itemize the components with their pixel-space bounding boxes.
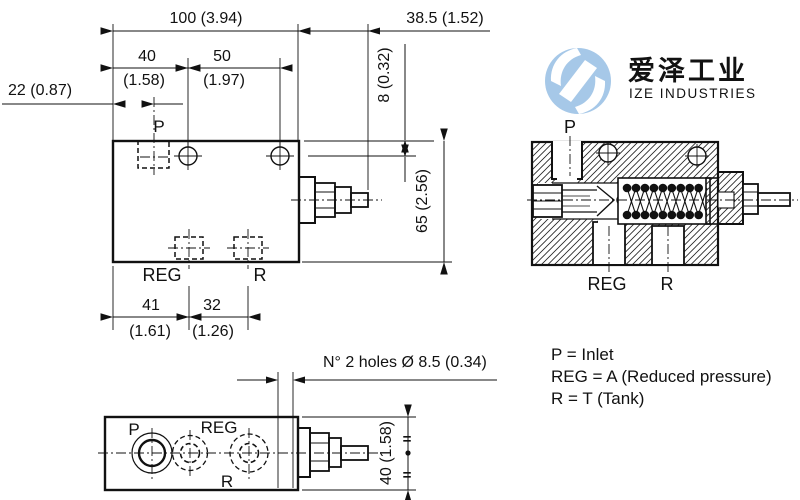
- logo-glyph-icon: [550, 48, 606, 114]
- legend-reg: REG = A (Reduced pressure): [551, 367, 772, 386]
- legend-p: P = Inlet: [551, 345, 614, 364]
- top-view-mounting-holes: [174, 142, 294, 170]
- dim-r-in: (1.26): [192, 323, 234, 340]
- top-view-label-p: P: [153, 117, 164, 136]
- bottom-view-port-r: [229, 428, 269, 479]
- bottom-view-hole-edges: [277, 372, 294, 488]
- top-view-label-r: R: [254, 265, 267, 285]
- dim-reg-mm: 41: [142, 297, 160, 314]
- top-view-port-p: [137, 97, 170, 175]
- dim-r-mm: 32: [203, 297, 221, 314]
- dim-p-offset: 22 (0.87): [8, 82, 72, 99]
- top-view-port-reg: [168, 229, 210, 269]
- dim-hole2-in: (1.97): [203, 72, 245, 89]
- top-view-label-reg: REG: [142, 265, 181, 285]
- ize-industries-logo: 爱泽工业 IZE INDUSTRIES: [545, 48, 757, 114]
- section-left-plug: [532, 184, 563, 218]
- section-view: P REG R: [527, 117, 798, 294]
- top-view-adjuster-stem: [291, 176, 382, 224]
- dim-total-width: 100 (3.94): [170, 10, 243, 27]
- dim-height: 65 (2.56): [414, 169, 431, 233]
- section-label-reg: REG: [587, 274, 626, 294]
- section-label-p: P: [564, 117, 576, 137]
- logo-name-cn: 爱泽工业: [628, 56, 748, 86]
- bottom-view-label-reg: REG: [201, 418, 238, 437]
- equal-mark-top: =: [403, 431, 412, 448]
- bottom-view-note-dim: [237, 376, 497, 384]
- note-holes: N° 2 holes Ø 8.5 (0.34): [323, 354, 487, 371]
- dim-stem-length: 38.5 (1.52): [406, 10, 483, 27]
- port-legend: P = Inlet REG = A (Reduced pressure) R =…: [551, 345, 772, 408]
- bottom-view-label-r: R: [221, 472, 233, 491]
- top-view-port-r: [227, 229, 269, 269]
- legend-r: R = T (Tank): [551, 389, 644, 408]
- dim-hole1-mm: 40: [138, 48, 156, 65]
- top-view: 100 (3.94) 38.5 (1.52) 40 (1.58) 50 (1.9…: [2, 10, 490, 340]
- top-view-dimension-lines: [2, 27, 490, 321]
- bottom-view-port-p: [131, 428, 173, 479]
- section-spring: [617, 177, 719, 225]
- equal-mark-bottom: =: [403, 467, 412, 484]
- dim-hole2-mm: 50: [213, 48, 231, 65]
- section-adjuster: [717, 171, 791, 225]
- bottom-view-port-reg: [171, 430, 209, 477]
- logo-name-en: IZE INDUSTRIES: [629, 86, 757, 101]
- bottom-view-height-dim: [302, 404, 416, 500]
- bottom-view-label-p: P: [128, 420, 139, 439]
- bottom-dim-height: 40 (1.58): [378, 421, 395, 485]
- section-label-r: R: [661, 274, 674, 294]
- dim-hole1-in: (1.58): [123, 72, 165, 89]
- section-port-p: [551, 141, 583, 180]
- bottom-view: N° 2 holes Ø 8.5 (0.34) 40 (1.58) = = P …: [98, 354, 497, 500]
- dim-reg-in: (1.61): [129, 323, 171, 340]
- dim-hole-row: 8 (0.32): [376, 47, 393, 102]
